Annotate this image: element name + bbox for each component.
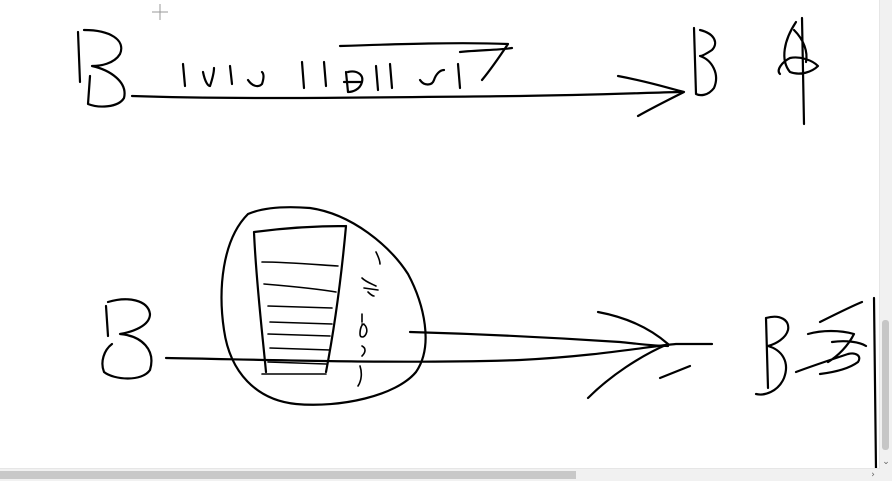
top-arrow-head — [616, 74, 686, 118]
top-right-mark — [777, 16, 820, 126]
whiteboard-canvas[interactable] — [0, 0, 880, 470]
top-left-b-glyph — [76, 28, 126, 108]
crosshair-cursor-icon — [152, 4, 168, 20]
top-arrow-line — [130, 90, 682, 100]
horizontal-scrollbar[interactable]: › — [0, 468, 880, 481]
scrollbar-corner — [880, 469, 892, 481]
chevron-down-icon[interactable]: ⌄ — [882, 457, 890, 467]
bottom-arrow-head — [586, 310, 670, 400]
bottom-diagram — [101, 206, 878, 470]
vertical-scrollbar[interactable]: ⌄ — [879, 0, 892, 469]
top-overline — [338, 42, 510, 82]
top-right-b-glyph — [692, 26, 718, 97]
cloud-outline — [220, 206, 427, 406]
vertical-scrollbar-thumb[interactable] — [882, 320, 889, 450]
queue-lines — [261, 261, 339, 375]
top-diagram — [76, 16, 820, 126]
side-glyphs — [357, 251, 381, 387]
bottom-arrow-line — [164, 342, 714, 363]
packet-sequence-marks — [181, 60, 462, 94]
bottom-left-b-glyph — [101, 298, 153, 380]
drawing-surface — [76, 4, 878, 470]
bottom-right-b-glyph — [754, 315, 790, 396]
bottom-right-mark — [794, 296, 878, 470]
chevron-right-icon[interactable]: › — [871, 470, 875, 480]
queue-funnel — [252, 224, 348, 374]
bottom-exit-line — [408, 330, 670, 348]
horizontal-scrollbar-thumb[interactable] — [0, 471, 576, 479]
